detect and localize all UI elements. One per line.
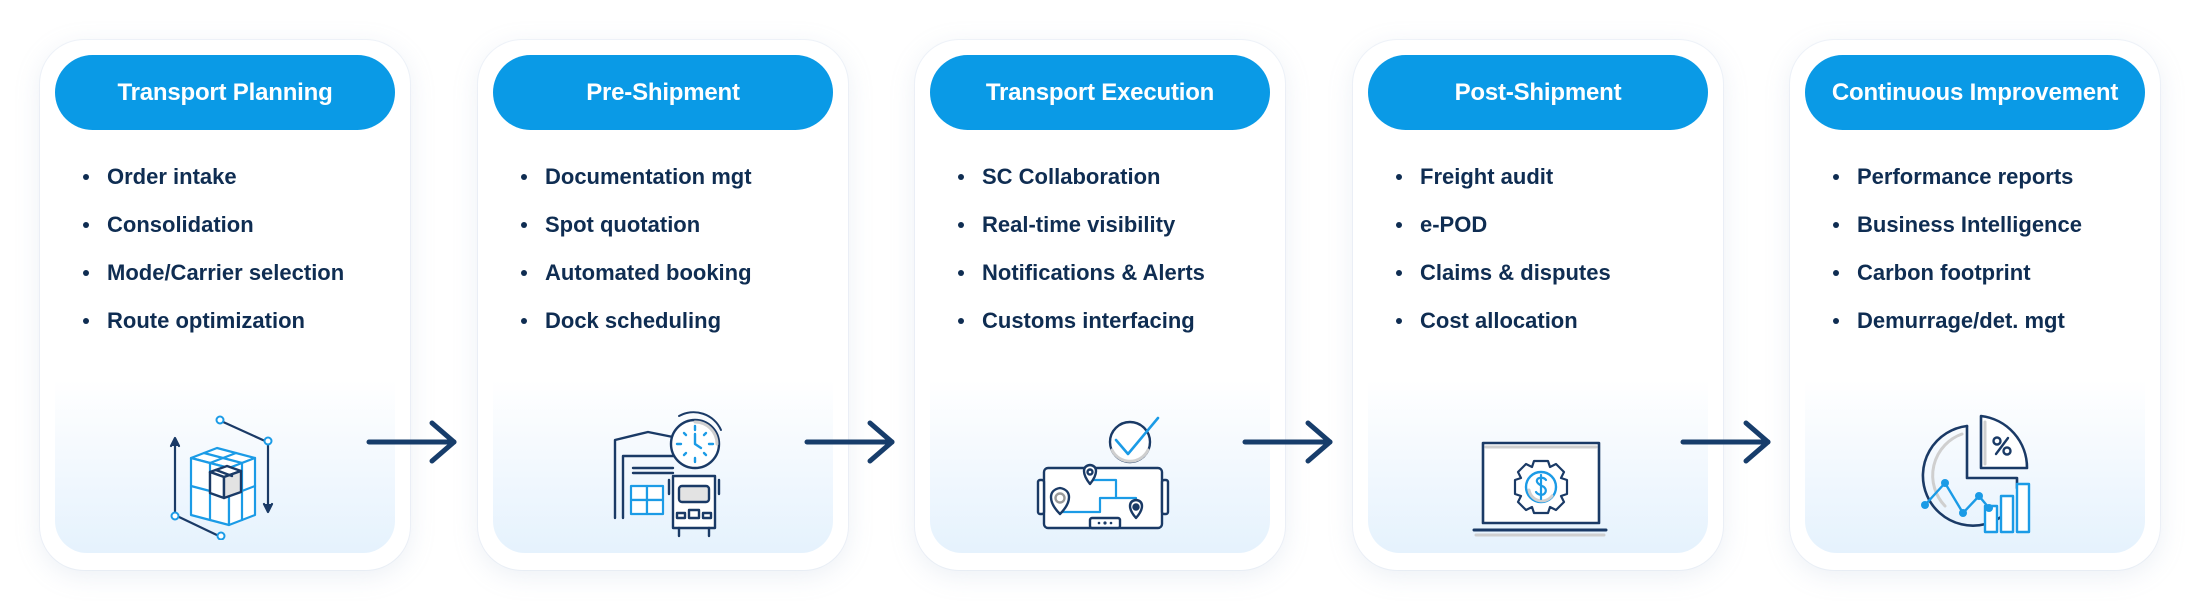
bullet-icon (1396, 174, 1402, 180)
list-item: Documentation mgt (521, 153, 752, 201)
list-item-label: Consolidation (107, 212, 254, 237)
stage-item-list: Freight audit e-POD Claims & disputes Co… (1396, 153, 1611, 345)
boxes-cube-dimensions-icon (55, 410, 395, 540)
list-item: Route optimization (83, 297, 344, 345)
list-item: Automated booking (521, 249, 752, 297)
list-item: Claims & disputes (1396, 249, 1611, 297)
pie-chart-analytics-icon (1805, 410, 2145, 540)
list-item-label: SC Collaboration (982, 164, 1161, 189)
list-item-label: e-POD (1420, 212, 1488, 237)
list-item: Order intake (83, 153, 344, 201)
bullet-icon (1396, 222, 1402, 228)
list-item: Real-time visibility (958, 201, 1205, 249)
bullet-icon (1833, 318, 1839, 324)
stage-card-body: Continuous Improvement Performance repor… (1805, 55, 2145, 553)
stage-title-pill: Transport Planning (55, 55, 395, 130)
stage-card-transport-planning: Transport Planning Order intake Consolid… (40, 40, 410, 570)
list-item: Demurrage/det. mgt (1833, 297, 2082, 345)
stage-title-pill: Continuous Improvement (1805, 55, 2145, 130)
list-item-label: Documentation mgt (545, 164, 752, 189)
list-item-label: Spot quotation (545, 212, 701, 237)
list-item-label: Customs interfacing (982, 308, 1195, 333)
bullet-icon (1396, 318, 1402, 324)
bullet-icon (83, 222, 89, 228)
list-item-label: Claims & disputes (1420, 260, 1611, 285)
bullet-icon (958, 270, 964, 276)
list-item: Consolidation (83, 201, 344, 249)
list-item-label: Carbon footprint (1857, 260, 2031, 285)
list-item: Dock scheduling (521, 297, 752, 345)
stage-card-transport-execution: Transport Execution SC Collaboration Rea… (915, 40, 1285, 570)
map-tablet-checkmark-icon (930, 410, 1270, 540)
bullet-icon (521, 270, 527, 276)
list-item-label: Cost allocation (1420, 308, 1578, 333)
list-item-label: Order intake (107, 164, 237, 189)
stage-title-pill: Transport Execution (930, 55, 1270, 130)
stage-card-body: Transport Planning Order intake Consolid… (55, 55, 395, 553)
arrow-right-icon (364, 420, 460, 464)
stage-card-continuous-improvement: Continuous Improvement Performance repor… (1790, 40, 2160, 570)
stage-card-body: Transport Execution SC Collaboration Rea… (930, 55, 1270, 553)
stage-card-post-shipment: Post-Shipment Freight audit e-POD Claims… (1353, 40, 1723, 570)
list-item: Notifications & Alerts (958, 249, 1205, 297)
stage-item-list: Order intake Consolidation Mode/Carrier … (83, 153, 344, 345)
list-item: Spot quotation (521, 201, 752, 249)
stage-card-pre-shipment: Pre-Shipment Documentation mgt Spot quot… (478, 40, 848, 570)
bullet-icon (521, 174, 527, 180)
bullet-icon (958, 174, 964, 180)
arrow-right-icon (802, 420, 898, 464)
stage-item-list: Documentation mgt Spot quotation Automat… (521, 153, 752, 345)
bullet-icon (958, 318, 964, 324)
list-item-label: Business Intelligence (1857, 212, 2082, 237)
stage-item-list: Performance reports Business Intelligenc… (1833, 153, 2082, 345)
list-item-label: Performance reports (1857, 164, 2074, 189)
arrow-right-icon (1240, 420, 1336, 464)
list-item: e-POD (1396, 201, 1611, 249)
bullet-icon (1833, 270, 1839, 276)
list-item: Cost allocation (1396, 297, 1611, 345)
arrow-right-icon (1678, 420, 1774, 464)
list-item-label: Demurrage/det. mgt (1857, 308, 2065, 333)
list-item-label: Dock scheduling (545, 308, 722, 333)
bullet-icon (1833, 174, 1839, 180)
list-item-label: Real-time visibility (982, 212, 1176, 237)
list-item-label: Route optimization (107, 308, 305, 333)
stage-item-list: SC Collaboration Real-time visibility No… (958, 153, 1205, 345)
list-item: SC Collaboration (958, 153, 1205, 201)
stage-title-pill: Post-Shipment (1368, 55, 1708, 130)
list-item: Freight audit (1396, 153, 1611, 201)
laptop-gear-dollar-icon (1368, 410, 1708, 540)
bullet-icon (958, 222, 964, 228)
list-item-label: Mode/Carrier selection (107, 260, 345, 285)
list-item: Mode/Carrier selection (83, 249, 344, 297)
bullet-icon (521, 222, 527, 228)
list-item: Customs interfacing (958, 297, 1205, 345)
bullet-icon (521, 318, 527, 324)
stage-card-body: Pre-Shipment Documentation mgt Spot quot… (493, 55, 833, 553)
bullet-icon (1396, 270, 1402, 276)
bullet-icon (83, 318, 89, 324)
bullet-icon (83, 270, 89, 276)
list-item: Carbon footprint (1833, 249, 2082, 297)
bullet-icon (1833, 222, 1839, 228)
list-item: Performance reports (1833, 153, 2082, 201)
list-item-label: Freight audit (1420, 164, 1554, 189)
list-item: Business Intelligence (1833, 201, 2082, 249)
list-item-label: Automated booking (545, 260, 752, 285)
list-item-label: Notifications & Alerts (982, 260, 1205, 285)
warehouse-truck-clock-icon (493, 410, 833, 540)
stage-title-pill: Pre-Shipment (493, 55, 833, 130)
stage-card-body: Post-Shipment Freight audit e-POD Claims… (1368, 55, 1708, 553)
bullet-icon (83, 174, 89, 180)
